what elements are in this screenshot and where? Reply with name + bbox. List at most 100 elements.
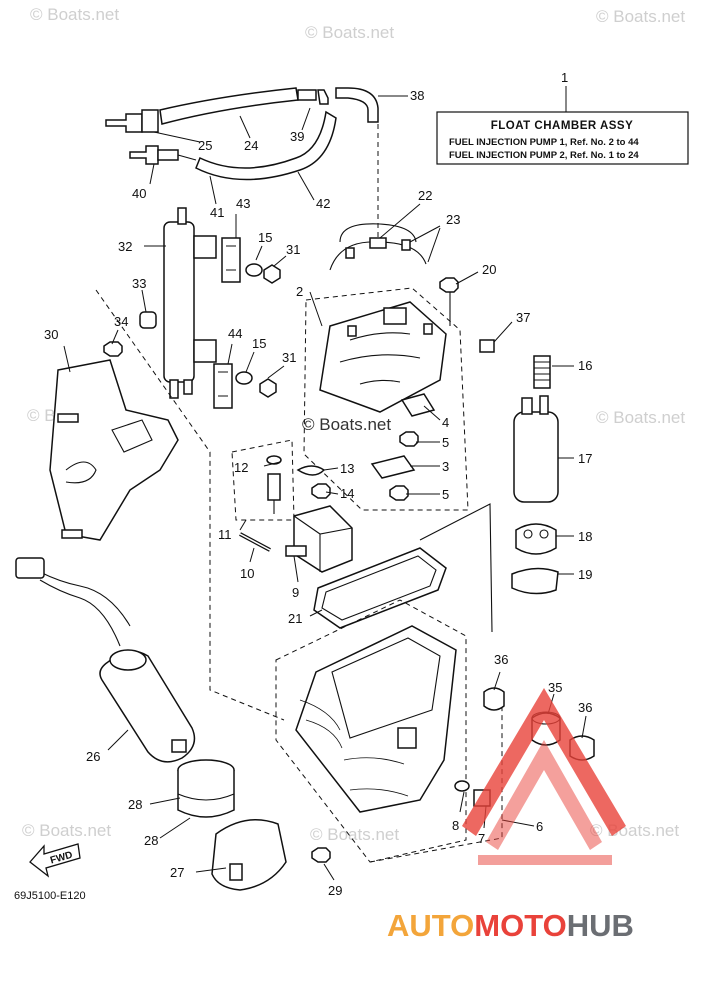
part-24-hose (159, 87, 299, 125)
callout-21: 21 (288, 611, 302, 626)
watermark-bottom-center: © Boats.net (310, 825, 399, 844)
callout-27: 27 (170, 865, 184, 880)
callout-1: 1 (561, 70, 568, 85)
info-box-line-1: FUEL INJECTION PUMP 1, Ref. No. 2 to 44 (449, 137, 639, 148)
callout-15b: 15 (252, 336, 266, 351)
part-2-pump-cover (319, 301, 447, 413)
callout-4: 4 (442, 415, 449, 430)
part-36-grommet (483, 687, 595, 761)
callout-6: 6 (536, 819, 543, 834)
callout-30: 30 (44, 327, 58, 342)
part-38-hose (335, 87, 379, 123)
part-30-bracket (49, 359, 179, 541)
part-13-clip (296, 465, 326, 476)
callout-38: 38 (410, 88, 424, 103)
part-31-nut (259, 264, 281, 398)
watermark-center: © Boats.net (302, 415, 391, 434)
part-26-fuel-pump (15, 557, 196, 763)
watermark-bottom-left: © Boats.net (22, 821, 111, 840)
info-box: 1 FLOAT CHAMBER ASSY FUEL INJECTION PUMP… (436, 70, 689, 165)
leader-lines (63, 95, 587, 881)
brand-logo: AUTOMOTOHUB (387, 688, 634, 943)
part-25-fitting (105, 109, 159, 133)
part-19-cushion (511, 567, 559, 595)
callout-22: 22 (418, 188, 432, 203)
part-43-clamp (221, 237, 241, 283)
part-42-hose (195, 110, 337, 181)
part-12-o-ring (266, 455, 282, 465)
callout-43: 43 (236, 196, 250, 211)
part-18-holder (515, 523, 557, 555)
callout-17: 17 (578, 451, 592, 466)
callout-36a: 36 (494, 652, 508, 667)
callout-16: 16 (578, 358, 592, 373)
callout-26: 26 (86, 749, 100, 764)
callout-18: 18 (578, 529, 592, 544)
diagram-code: 69J5100-E120 (14, 890, 86, 902)
callout-14: 14 (340, 486, 354, 501)
callout-40: 40 (132, 186, 146, 201)
part-11-needle-valve (267, 473, 281, 514)
part-21-gasket (313, 547, 447, 629)
callout-20: 20 (482, 262, 496, 277)
callout-37: 37 (516, 310, 530, 325)
part-39-joint (297, 89, 329, 105)
info-box-title: FLOAT CHAMBER ASSY (491, 120, 634, 132)
part-32-pump-body (163, 207, 217, 399)
part-9-float (285, 505, 353, 573)
fwd-arrow-icon: FWD (29, 843, 81, 878)
watermark-top-center: © Boats.net (305, 23, 394, 42)
brand-triangle-icon (462, 688, 626, 836)
callout-35: 35 (548, 680, 562, 695)
brand-hub: HUB (567, 908, 634, 943)
callout-2: 2 (296, 284, 303, 299)
callout-31a: 31 (286, 242, 300, 257)
part-29-bolt (311, 847, 331, 863)
watermark-top-left: © Boats.net (30, 5, 119, 24)
callout-11: 11 (218, 527, 232, 542)
svg-text:AUTOMOTOHUB: AUTOMOTOHUB (387, 908, 634, 943)
watermark-right: © Boats.net (596, 408, 685, 427)
part-27-holder (211, 819, 287, 891)
part-34-bolt (103, 341, 123, 357)
callout-29: 29 (328, 883, 342, 898)
callout-23: 23 (446, 212, 460, 227)
part-28-sleeve (177, 759, 235, 818)
callout-19: 19 (578, 567, 592, 582)
callout-41: 41 (210, 205, 224, 220)
part-8-gasket (454, 780, 470, 792)
part-15-washer (235, 263, 263, 385)
callout-39: 39 (290, 129, 304, 144)
callout-36b: 36 (578, 700, 592, 715)
brand-moto: MOTO (474, 908, 566, 943)
part-22-joint (369, 237, 387, 249)
callout-8: 8 (452, 818, 459, 833)
callout-12: 12 (234, 460, 248, 475)
callouts: 2 3 4 5 5 6 7 8 9 10 11 12 13 14 15 15 1… (44, 88, 592, 898)
callout-13: 13 (340, 461, 354, 476)
part-40-41-fitting (129, 145, 197, 165)
info-box-line-2: FUEL INJECTION PUMP 2, Ref. No. 1 to 24 (449, 150, 639, 161)
watermark-top-right: © Boats.net (596, 7, 685, 26)
callout-44: 44 (228, 326, 242, 341)
part-3-plate (370, 455, 416, 479)
part-14-screw (311, 483, 331, 499)
part-44-clamp (213, 363, 233, 409)
part-6-float-chamber (295, 625, 457, 813)
watermark-bottom-right: © Boats.net (590, 821, 679, 840)
callout-28a: 28 (128, 797, 142, 812)
callout-28b: 28 (144, 833, 158, 848)
part-20-screw (439, 277, 459, 326)
part-16-filter (533, 355, 551, 389)
callout-31b: 31 (282, 350, 296, 365)
callout-24: 24 (244, 138, 258, 153)
callout-7: 7 (478, 831, 485, 846)
callout-15a: 15 (258, 230, 272, 245)
callout-25: 25 (198, 138, 212, 153)
part-10-pin (239, 532, 271, 552)
part-37-fitting (479, 339, 495, 353)
callout-3: 3 (442, 459, 449, 474)
brand-auto: AUTO (387, 908, 474, 943)
callout-42: 42 (316, 196, 330, 211)
